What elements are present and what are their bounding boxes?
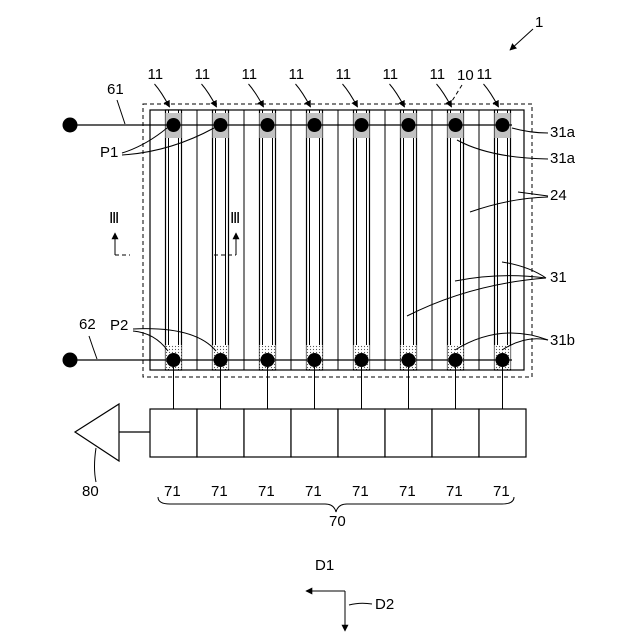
leader-24-a (518, 192, 548, 196)
unit-71 (197, 409, 244, 457)
label-70: 70 (329, 513, 346, 530)
strip-31 (307, 110, 323, 370)
panel-frame-24 (150, 110, 524, 370)
strip-31 (401, 110, 417, 370)
axis-label-d2: D2 (375, 596, 394, 613)
terminal-62 (63, 353, 78, 368)
terminal-61 (63, 118, 78, 133)
label-31b: 31b (550, 332, 575, 349)
section-mark-left: Ⅲ (109, 210, 119, 227)
unit-71 (338, 409, 385, 457)
label-71: 71 (211, 483, 228, 500)
arrow-11 (155, 84, 170, 107)
label-p2: P2 (110, 317, 128, 334)
contact-node-top (261, 118, 275, 132)
unit-71 (479, 409, 526, 457)
unit-connectors (174, 367, 503, 409)
contact-node-top (402, 118, 416, 132)
contact-node-top (355, 118, 369, 132)
contact-node-bottom (355, 353, 369, 367)
contact-node-top (214, 118, 228, 132)
label-61: 61 (107, 81, 124, 98)
label-11: 11 (289, 66, 305, 83)
label-71: 71 (352, 483, 369, 500)
electrode-strips (166, 110, 511, 370)
arrow-11 (484, 84, 499, 107)
arrow-1 (510, 29, 533, 50)
label-71: 71 (164, 483, 181, 500)
contact-node-top (496, 118, 510, 132)
label-10: 10 (457, 67, 474, 84)
unit-71 (432, 409, 479, 457)
contact-node-bottom (167, 353, 181, 367)
label-24: 24 (550, 187, 567, 204)
label-71: 71 (305, 483, 322, 500)
strip-31 (213, 110, 229, 370)
label-11: 11 (477, 66, 493, 83)
label-71: 71 (258, 483, 275, 500)
leader-61 (117, 100, 125, 124)
axis-label-d1: D1 (315, 557, 334, 574)
label-71: 71 (399, 483, 416, 500)
label-31: 31 (550, 269, 567, 286)
label-31a-upper: 31a (550, 124, 576, 141)
contact-node-bottom (261, 353, 275, 367)
contact-node-top (167, 118, 181, 132)
label-62: 62 (79, 316, 96, 333)
strip-31 (354, 110, 370, 370)
label-80: 80 (82, 483, 99, 500)
unit-71 (385, 409, 432, 457)
strip-31 (448, 110, 464, 370)
label-31a-lower: 31a (550, 150, 576, 167)
unit-71 (150, 409, 197, 457)
label-71: 71 (446, 483, 463, 500)
unit-71 (244, 409, 291, 457)
contact-node-bottom (402, 353, 416, 367)
leader-10 (452, 85, 462, 101)
amplifier-80 (75, 404, 119, 461)
contact-node-bottom (496, 353, 510, 367)
contact-node-bottom (214, 353, 228, 367)
label-71: 71 (493, 483, 510, 500)
leader-d2 (349, 603, 372, 605)
label-11: 11 (148, 66, 164, 83)
label-11: 11 (430, 66, 446, 83)
label-11: 11 (336, 66, 352, 83)
leader-31-c (407, 278, 546, 316)
contact-node-top (308, 118, 322, 132)
label-1: 1 (535, 14, 543, 31)
section-mark-right: Ⅲ (230, 210, 240, 227)
label-11: 11 (242, 66, 258, 83)
leader-62 (89, 336, 97, 359)
leader-31a-upper (512, 128, 548, 133)
strip-31 (495, 110, 511, 370)
unit-row-70: 71 71 71 71 71 71 71 71 (150, 409, 526, 500)
leader-80 (95, 448, 97, 482)
strip-31 (260, 110, 276, 370)
label-11: 11 (383, 66, 399, 83)
label-p1: P1 (100, 144, 118, 161)
contact-node-bottom (308, 353, 322, 367)
label-11: 11 (195, 66, 211, 83)
unit-71 (291, 409, 338, 457)
contact-node-bottom (449, 353, 463, 367)
contact-node-top (449, 118, 463, 132)
